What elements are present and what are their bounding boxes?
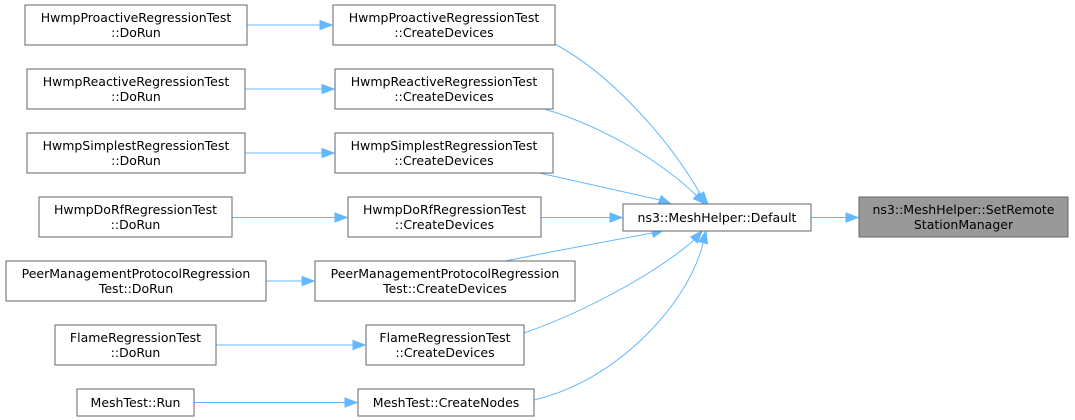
node-simplest-create[interactable]: HwmpSimplestRegressionTest::CreateDevice…: [334, 132, 554, 174]
node-flame-create[interactable]: FlameRegressionTest::CreateDevices: [365, 324, 525, 366]
edge-arrowhead: [301, 275, 316, 287]
node-simplest-dorun[interactable]: HwmpSimplestRegressionTest::DoRun: [26, 132, 246, 174]
node-label-line: MeshTest::CreateNodes: [373, 395, 520, 410]
edge-arrowhead: [697, 229, 709, 245]
node-label-line: HwmpSimplestRegressionTest: [43, 138, 230, 153]
edge-default-to-target: [811, 212, 860, 223]
edge-arrowhead: [352, 339, 367, 351]
node-label-line: ::CreateDevices: [394, 89, 493, 104]
edge-arrowhead: [344, 397, 359, 408]
edge-arrowhead: [334, 212, 349, 223]
node-dorf-dorun[interactable]: HwmpDoRfRegressionTest::DoRun: [38, 196, 233, 238]
node-label-line: ::DoRun: [111, 25, 161, 40]
node-box: [54, 324, 217, 366]
edge-arrowhead: [321, 147, 336, 159]
edge-simplest_create-to-default: [534, 171, 673, 205]
node-box: [24, 4, 248, 46]
node-label-line: ::DoRun: [111, 217, 161, 232]
edge-line: [504, 232, 653, 262]
node-label-line: FlameRegressionTest: [379, 330, 510, 345]
node-mesh-createnodes[interactable]: MeshTest::CreateNodes: [357, 388, 535, 417]
edge-line: [540, 107, 699, 198]
node-label-line: HwmpProactiveRegressionTest: [41, 10, 232, 25]
node-label-line: ::CreateDevices: [394, 153, 493, 168]
node-label-line: FlameRegressionTest: [70, 330, 201, 345]
edge-line: [534, 171, 661, 201]
edge-line: [550, 41, 703, 198]
edge-dorf_dorun-to-dorf_create: [232, 212, 349, 223]
node-label-line: HwmpReactiveRegressionTest: [43, 74, 230, 89]
edges-layer: [194, 19, 860, 408]
node-box: [26, 68, 246, 110]
edge-flame_dorun-to-flame_create: [216, 339, 367, 351]
node-label-line: HwmpProactiveRegressionTest: [349, 10, 540, 25]
node-reactive-create[interactable]: HwmpReactiveRegressionTest::CreateDevice…: [334, 68, 554, 110]
edge-dorf_create-to-default: [541, 212, 624, 223]
node-label-line: PeerManagementProtocolRegression: [22, 266, 251, 281]
edge-flame_create-to-default: [523, 229, 703, 334]
node-peer-dorun[interactable]: PeerManagementProtocolRegressionTest::Do…: [5, 260, 267, 302]
node-box: [334, 68, 554, 110]
edge-arrowhead: [845, 212, 860, 223]
node-box: [314, 260, 576, 302]
node-label-line: ::DoRun: [111, 345, 161, 360]
node-proactive-dorun[interactable]: HwmpProactiveRegressionTest::DoRun: [24, 4, 248, 46]
node-label-line: ns3::MeshHelper::SetRemote: [872, 202, 1054, 217]
edge-line: [523, 239, 695, 334]
edge-peer_dorun-to-peer_create: [266, 275, 316, 287]
node-label-line: PeerManagementProtocolRegression: [331, 266, 560, 281]
node-box: [5, 260, 267, 302]
node-reactive-dorun[interactable]: HwmpReactiveRegressionTest::DoRun: [26, 68, 246, 110]
node-label-line: Test::DoRun: [98, 281, 173, 296]
node-box: [622, 203, 812, 232]
node-peer-create[interactable]: PeerManagementProtocolRegressionTest::Cr…: [314, 260, 576, 302]
edge-arrowhead: [657, 194, 673, 205]
node-label-line: ::CreateDevices: [395, 217, 494, 232]
node-label-line: MeshTest::Run: [91, 395, 181, 410]
node-box: [365, 324, 525, 366]
node-box: [858, 196, 1069, 238]
node-box: [332, 4, 556, 46]
node-box: [38, 196, 233, 238]
edge-reactive_dorun-to-reactive_create: [245, 83, 336, 95]
node-label-line: ::CreateDevices: [395, 345, 494, 360]
node-label-line: StationManager: [914, 217, 1014, 232]
node-box: [334, 132, 554, 174]
node-box: [76, 388, 195, 417]
node-label-line: HwmpDoRfRegressionTest: [363, 202, 526, 217]
edge-mesh_createnodes-to-default: [533, 229, 709, 401]
node-mesh-run[interactable]: MeshTest::Run: [76, 388, 195, 417]
edge-reactive_create-to-default: [540, 107, 707, 206]
node-label-line: ns3::MeshHelper::Default: [638, 210, 797, 225]
edge-arrowhead: [692, 191, 707, 206]
node-dorf-create[interactable]: HwmpDoRfRegressionTest::CreateDevices: [347, 196, 542, 238]
edge-proactive_create-to-default: [550, 41, 709, 206]
node-label-line: HwmpSimplestRegressionTest: [351, 138, 538, 153]
edge-proactive_dorun-to-proactive_create: [247, 19, 334, 31]
node-label-line: Test::CreateDevices: [382, 281, 507, 296]
node-label-line: ::DoRun: [111, 89, 161, 104]
edge-arrowhead: [689, 229, 703, 244]
node-label-line: HwmpDoRfRegressionTest: [54, 202, 217, 217]
node-label-line: ::CreateDevices: [394, 25, 493, 40]
node-label-line: ::DoRun: [111, 153, 161, 168]
edge-mesh_run-to-mesh_createnodes: [194, 397, 359, 408]
edge-line: [533, 242, 704, 401]
node-label-line: HwmpReactiveRegressionTest: [351, 74, 538, 89]
node-default[interactable]: ns3::MeshHelper::Default: [622, 203, 812, 232]
edge-arrowhead: [321, 83, 336, 95]
node-box: [357, 388, 535, 417]
edge-arrowhead: [609, 212, 624, 223]
node-box: [347, 196, 542, 238]
edge-simplest_dorun-to-simplest_create: [245, 147, 336, 159]
node-flame-dorun[interactable]: FlameRegressionTest::DoRun: [54, 324, 217, 366]
node-box: [26, 132, 246, 174]
edge-arrowhead: [319, 19, 334, 31]
node-proactive-create[interactable]: HwmpProactiveRegressionTest::CreateDevic…: [332, 4, 556, 46]
nodes-layer: ns3::MeshHelper::SetRemoteStationManager…: [5, 4, 1069, 417]
